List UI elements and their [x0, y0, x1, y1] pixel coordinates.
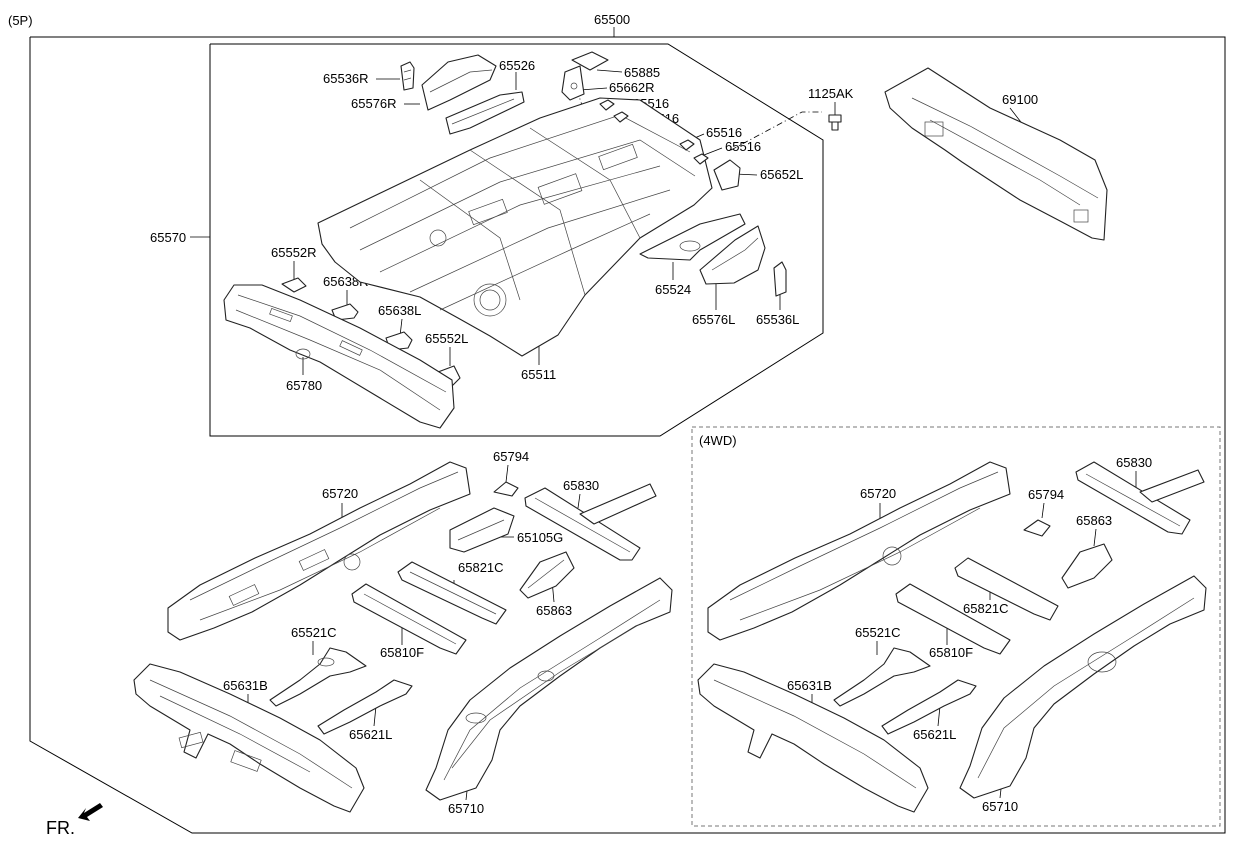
callout-65576R: 65576R — [351, 96, 397, 111]
callout-65830: 65830 — [563, 478, 599, 493]
part-65516-clips — [599, 99, 709, 165]
callout-65536L: 65536L — [756, 312, 799, 327]
callout-65638L: 65638L — [378, 303, 421, 318]
part-65536L-bracket — [773, 261, 787, 297]
part-65794-bracket — [493, 481, 519, 497]
callout-65780: 65780 — [286, 378, 322, 393]
callout-65516-c: 65516 — [706, 125, 742, 140]
callout-65885: 65885 — [624, 65, 660, 80]
callout-4wd-65710: 65710 — [982, 799, 1018, 814]
part-65524-extension — [639, 213, 746, 261]
callout-65521C: 65521C — [291, 625, 337, 640]
outer-assembly-frame — [29, 36, 1226, 834]
part-65526-extension — [421, 54, 497, 111]
part-65830-cross-member — [524, 483, 657, 561]
forward-arrow-icon — [78, 803, 103, 821]
part-65780-cross-member — [223, 284, 455, 429]
part-65105G-member — [449, 507, 515, 553]
part-65576R-reinforcement — [445, 91, 525, 135]
callout-4wd-65821C: 65821C — [963, 601, 1009, 616]
callout-65821C: 65821C — [458, 560, 504, 575]
part-65821C-cross-member — [397, 561, 507, 625]
callout-65552R: 65552R — [271, 245, 317, 260]
part-65511-rear-floor-panel — [317, 97, 713, 357]
callout-69100: 69100 — [1002, 92, 1038, 107]
part-65652L-bracket — [713, 159, 741, 191]
callout-65511: 65511 — [521, 367, 556, 382]
callout-65524: 65524 — [655, 282, 691, 297]
part-4wd-65720-front-side-member — [707, 461, 1011, 641]
callout-4wd-65621L: 65621L — [913, 727, 956, 742]
callout-65652L: 65652L — [760, 167, 803, 182]
callout-4wd-65720: 65720 — [860, 486, 896, 501]
callout-65710: 65710 — [448, 801, 484, 816]
forward-label: FR. — [46, 818, 75, 838]
callout-65863: 65863 — [536, 603, 572, 618]
part-4wd-65794-bracket — [1023, 519, 1051, 537]
part-65662R-bracket — [561, 65, 585, 101]
callout-1125AK: 1125AK — [808, 86, 854, 101]
callout-65720: 65720 — [322, 486, 358, 501]
part-65576L-reinforcement — [699, 225, 766, 285]
top-assembly-label: 65500 — [594, 12, 630, 27]
callout-65516-d: 65516 — [725, 139, 761, 154]
part-65885-plate — [571, 51, 609, 71]
callout-4wd-65863: 65863 — [1076, 513, 1112, 528]
callout-65552L: 65552L — [425, 331, 468, 346]
part-65631B-side-member — [133, 663, 365, 813]
callout-4wd-65794: 65794 — [1028, 487, 1064, 502]
callout-65621L: 65621L — [349, 727, 392, 742]
part-65621L-member — [317, 679, 413, 735]
part-4wd-65710-rear-side-member — [959, 575, 1207, 799]
callout-65576L: 65576L — [692, 312, 735, 327]
part-65720-front-side-member — [167, 461, 471, 641]
part-4wd-65631B-side-member — [697, 663, 929, 813]
callout-4wd-65830: 65830 — [1116, 455, 1152, 470]
callout-65526: 65526 — [499, 58, 535, 73]
callout-65536R: 65536R — [323, 71, 369, 86]
part-4wd-65863-bracket — [1061, 543, 1113, 589]
callout-4wd-65810F: 65810F — [929, 645, 973, 660]
part-65710-rear-side-member — [425, 577, 673, 801]
callout-4wd-65521C: 65521C — [855, 625, 901, 640]
callout-65662R: 65662R — [609, 80, 655, 95]
callout-4wd-65631B: 65631B — [787, 678, 832, 693]
part-4wd-65621L-member — [881, 679, 977, 735]
variant-label: (5P) — [8, 13, 33, 28]
callout-65105G: 65105G — [517, 530, 563, 545]
part-65536R-bracket — [400, 61, 415, 91]
callout-65631B: 65631B — [223, 678, 268, 693]
part-4wd-65830-cross-member — [1075, 461, 1205, 535]
part-65552R-bracket — [281, 277, 307, 293]
callout-65570: 65570 — [150, 230, 186, 245]
callout-65810F: 65810F — [380, 645, 424, 660]
inset-label: (4WD) — [699, 433, 737, 448]
4wd-inset-frame — [691, 426, 1221, 827]
floor-group-frame — [209, 43, 824, 437]
part-65863-bracket — [519, 551, 575, 599]
part-1125AK-bolt — [828, 114, 842, 131]
part-65810F-cross-member — [351, 583, 467, 655]
callout-65794: 65794 — [493, 449, 529, 464]
part-4wd-65810F-cross-member — [895, 583, 1011, 655]
part-4wd-65821C-cross-member — [954, 557, 1059, 621]
part-4wd-65521C-member — [833, 647, 931, 707]
part-69100-rear-cross-member — [884, 67, 1108, 241]
part-65521C-member — [269, 647, 367, 707]
